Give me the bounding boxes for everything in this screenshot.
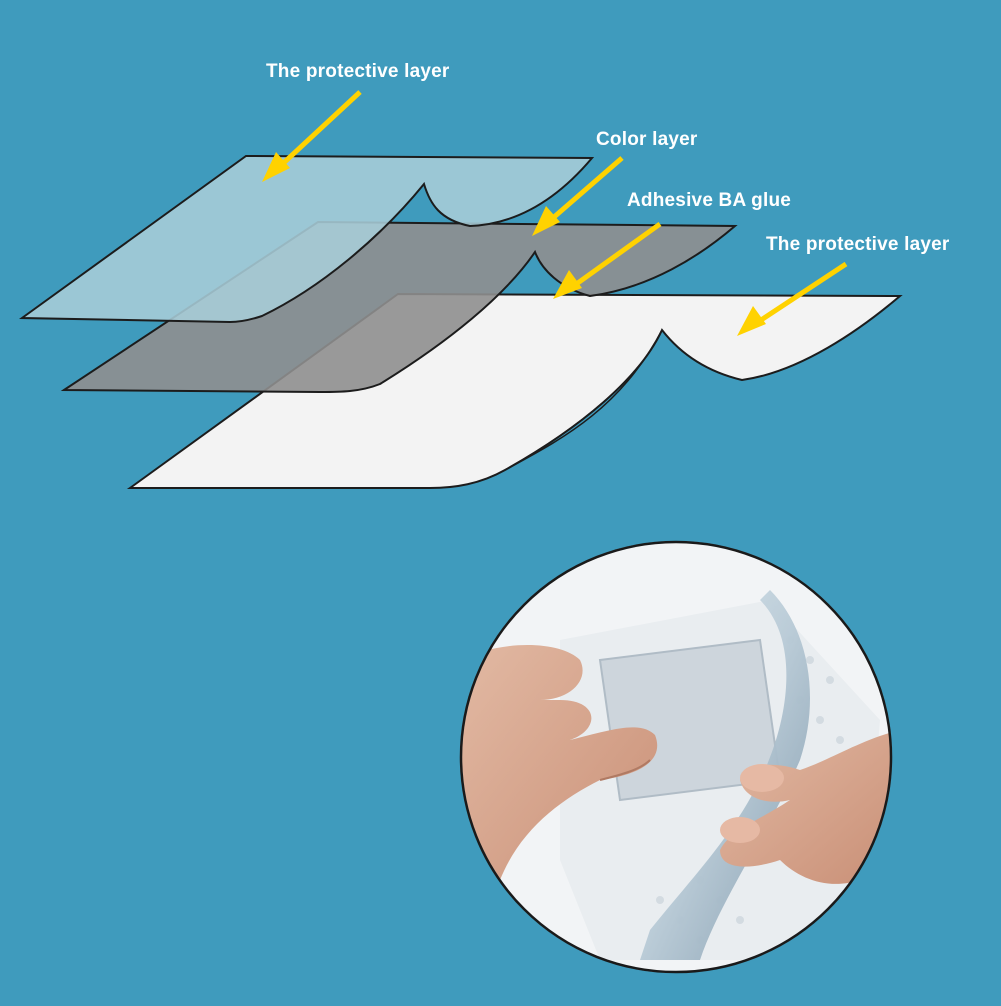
label-top-protective-layer: The protective layer <box>266 61 450 82</box>
arrow-icon <box>262 90 362 182</box>
label-adhesive-ba-glue: Adhesive BA glue <box>627 190 792 211</box>
hand-peeling-film-photo <box>459 540 893 974</box>
arrow-icon <box>532 156 624 236</box>
arrow-icon <box>737 261 848 336</box>
top-protective-sheet <box>18 154 595 324</box>
label-bottom-protective-layer: The protective layer <box>766 234 950 255</box>
arrow-icon <box>553 221 662 299</box>
label-color-layer: Color layer <box>596 129 698 150</box>
glue-sheet <box>60 220 738 394</box>
bottom-protective-curl <box>504 329 663 471</box>
